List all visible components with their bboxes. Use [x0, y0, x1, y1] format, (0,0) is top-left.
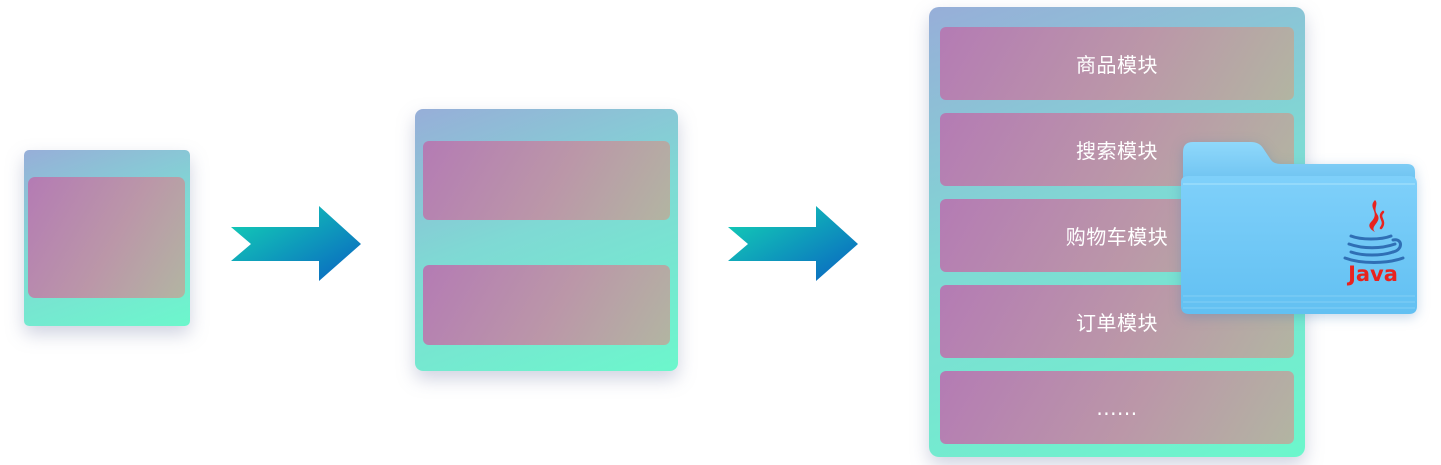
- stage-2-container: [415, 109, 678, 371]
- arrow-right-icon: [728, 206, 858, 281]
- stage-2-module-top: [423, 141, 670, 220]
- stage-1-container: [24, 150, 190, 326]
- module-label: 订单模块: [1076, 311, 1158, 335]
- module-label: ......: [1096, 395, 1138, 420]
- module-label: 搜索模块: [1076, 139, 1158, 163]
- java-folder-icon: [1181, 142, 1417, 314]
- stage-2-module-bottom: [423, 265, 670, 345]
- stage-1-module: [28, 177, 185, 298]
- module-more: ......: [940, 371, 1294, 444]
- java-cup-icon: [1343, 200, 1405, 264]
- java-label: Java: [1348, 262, 1398, 286]
- module-label: 购物车模块: [1065, 225, 1169, 249]
- module-product: 商品模块: [940, 27, 1294, 100]
- module-label: 商品模块: [1076, 53, 1158, 77]
- arrow-right-icon: [231, 206, 361, 281]
